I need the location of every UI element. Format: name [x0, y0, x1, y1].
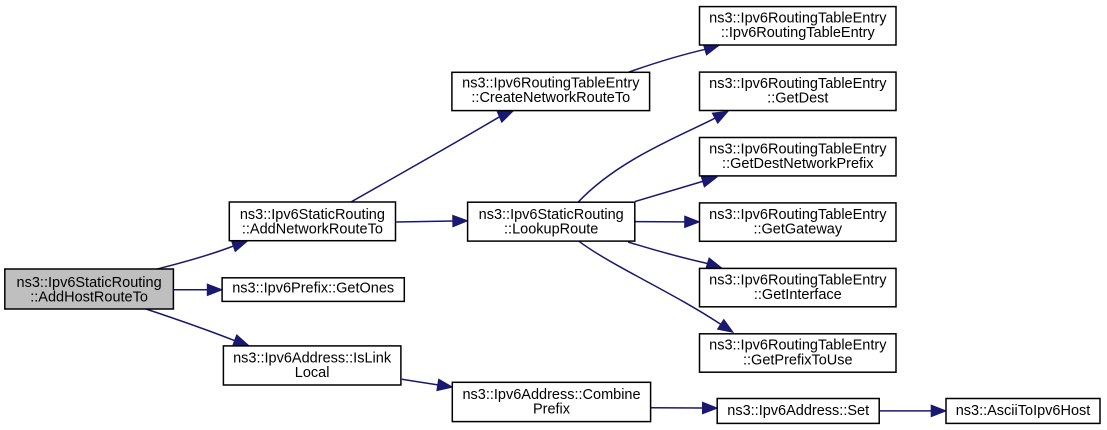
svg-text:ns3::Ipv6Address::Set: ns3::Ipv6Address::Set: [727, 403, 869, 419]
svg-text:::CreateNetworkRouteTo: ::CreateNetworkRouteTo: [471, 90, 630, 106]
svg-text:::GetInterface: ::GetInterface: [754, 287, 842, 303]
svg-text:ns3::Ipv6RoutingTableEntry: ns3::Ipv6RoutingTableEntry: [709, 272, 887, 288]
svg-text:ns3::Ipv6StaticRouting: ns3::Ipv6StaticRouting: [240, 207, 385, 223]
svg-text:ns3::Ipv6Prefix::GetOnes: ns3::Ipv6Prefix::GetOnes: [232, 281, 394, 297]
svg-text:Local: Local: [295, 365, 330, 381]
svg-text:::GetPrefixToUse: ::GetPrefixToUse: [743, 352, 853, 368]
svg-text:ns3::Ipv6RoutingTableEntry: ns3::Ipv6RoutingTableEntry: [709, 141, 887, 157]
svg-text:ns3::Ipv6RoutingTableEntry: ns3::Ipv6RoutingTableEntry: [709, 338, 887, 354]
svg-text:::GetDestNetworkPrefix: ::GetDestNetworkPrefix: [722, 156, 874, 172]
svg-text:::AddNetworkRouteTo: ::AddNetworkRouteTo: [242, 221, 383, 237]
svg-text:ns3::Ipv6RoutingTableEntry: ns3::Ipv6RoutingTableEntry: [709, 76, 887, 92]
svg-text:::Ipv6RoutingTableEntry: ::Ipv6RoutingTableEntry: [721, 25, 876, 41]
svg-text:ns3::Ipv6Address::IsLink: ns3::Ipv6Address::IsLink: [233, 351, 392, 367]
svg-text:ns3::Ipv6StaticRouting: ns3::Ipv6StaticRouting: [479, 207, 624, 223]
svg-text:ns3::Ipv6Address::Combine: ns3::Ipv6Address::Combine: [462, 387, 640, 403]
svg-text:ns3::AsciiToIpv6Host: ns3::AsciiToIpv6Host: [956, 403, 1091, 419]
svg-text:ns3::Ipv6RoutingTableEntry: ns3::Ipv6RoutingTableEntry: [709, 11, 887, 27]
svg-text:Prefix: Prefix: [533, 402, 571, 418]
svg-text:ns3::Ipv6RoutingTableEntry: ns3::Ipv6RoutingTableEntry: [462, 76, 640, 92]
svg-text:::GetDest: ::GetDest: [767, 91, 828, 107]
svg-text:::GetGateway: ::GetGateway: [753, 221, 842, 237]
svg-text:::AddHostRouteTo: ::AddHostRouteTo: [30, 290, 148, 306]
svg-text:ns3::Ipv6RoutingTableEntry: ns3::Ipv6RoutingTableEntry: [709, 207, 887, 223]
svg-text:::LookupRoute: ::LookupRoute: [504, 222, 598, 238]
svg-text:ns3::Ipv6StaticRouting: ns3::Ipv6StaticRouting: [17, 275, 162, 291]
